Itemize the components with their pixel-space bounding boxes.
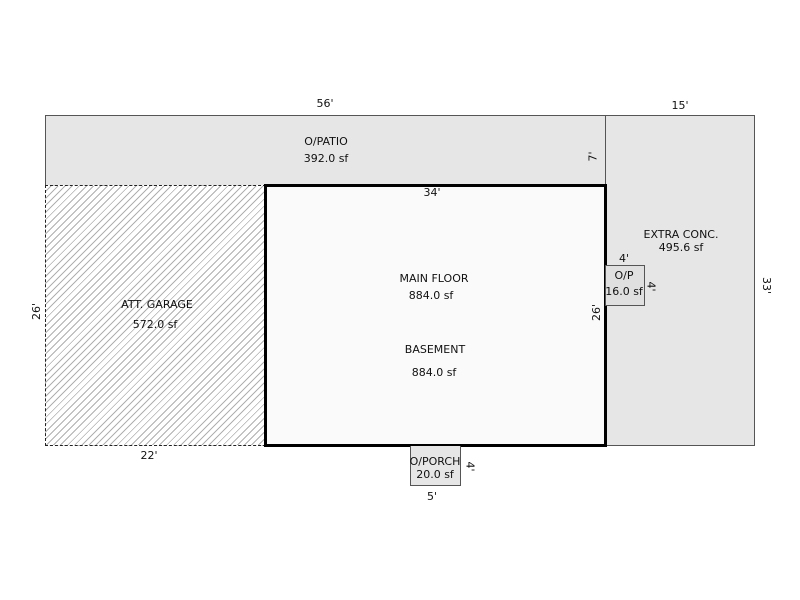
dim-extra-width: 15' (671, 99, 689, 112)
dim-patio-width: 56' (316, 97, 334, 110)
open-porch-area[interactable] (410, 446, 461, 486)
extra-concrete-label: EXTRA CONC. (643, 228, 719, 241)
open-porch-small-label: O/P (614, 269, 634, 282)
garage-area-value: 572.0 sf (132, 318, 178, 331)
dim-porch-width: 5' (426, 490, 438, 503)
open-porch-label: O/PORCH (409, 455, 461, 468)
extra-concrete-area-value: 495.6 sf (658, 241, 704, 254)
dim-op-width: 4' (618, 252, 630, 265)
dim-garage-width: 22' (140, 449, 158, 462)
garage-label: ATT. GARAGE (121, 298, 193, 311)
patio-label: O/PATIO (304, 135, 348, 148)
basement-label: BASEMENT (404, 343, 466, 356)
dim-patio-depth: 7' (586, 151, 600, 162)
dim-garage-depth: 26' (30, 302, 44, 321)
open-porch-small-area-value: 16.0 sf (605, 285, 643, 298)
dim-main-width: 34' (423, 186, 441, 199)
main-floor-area[interactable] (264, 184, 607, 447)
garage-area[interactable] (45, 185, 266, 446)
open-porch-small-area[interactable] (605, 265, 645, 306)
dim-main-depth: 26' (590, 303, 604, 322)
patio-area-value: 392.0 sf (303, 152, 349, 165)
dim-porch-depth: 4' (463, 461, 477, 472)
dim-extra-depth: 33' (760, 276, 774, 295)
open-porch-area-value: 20.0 sf (416, 468, 454, 481)
main-floor-area-value: 884.0 sf (408, 289, 454, 302)
basement-area-value: 884.0 sf (411, 366, 457, 379)
patio-area[interactable] (45, 115, 606, 186)
main-floor-label: MAIN FLOOR (399, 272, 469, 285)
dim-op-depth: 4' (644, 281, 658, 292)
